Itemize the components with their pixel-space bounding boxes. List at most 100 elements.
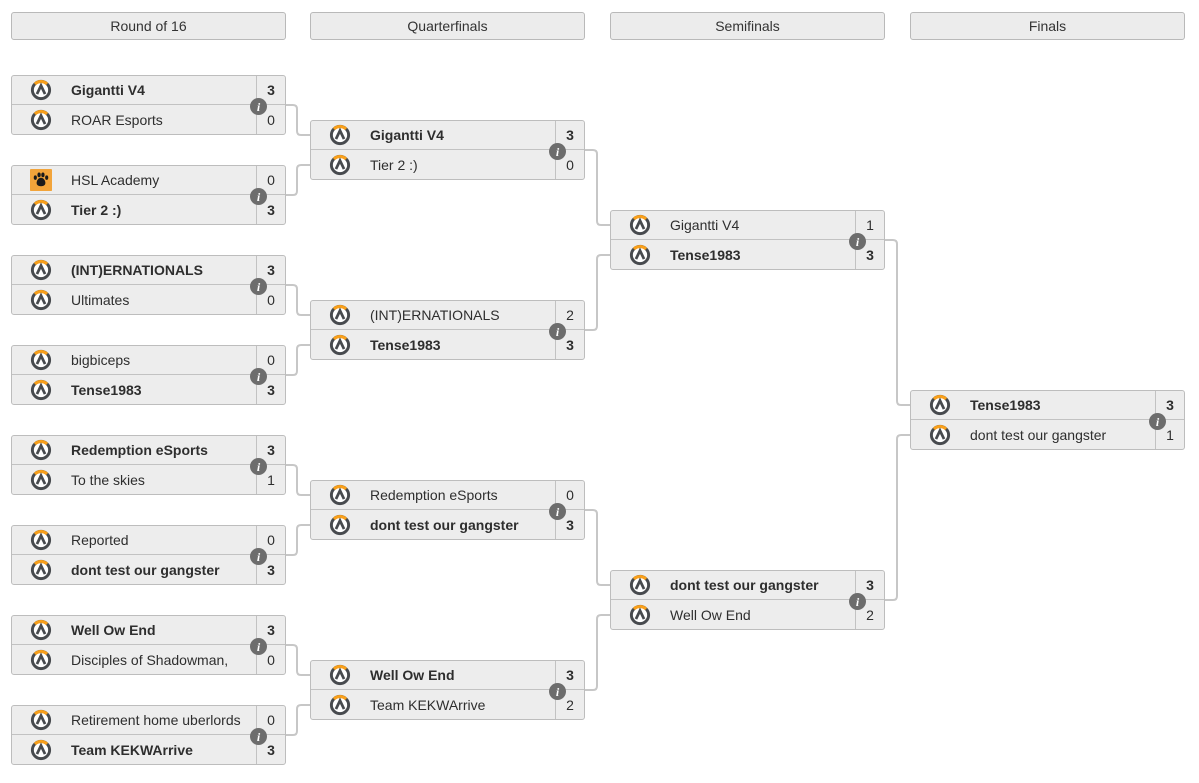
info-icon[interactable]: i [549,143,566,160]
team-score: 2 [855,600,884,629]
team-logo [30,379,52,401]
team-score: 0 [555,481,584,509]
round-header-quarterfinals[interactable]: Quarterfinals [310,12,585,40]
team-logo [929,424,951,446]
team-logo [30,469,52,491]
team-score: 0 [256,105,285,134]
info-icon[interactable]: i [250,98,267,115]
team-name: Tense1983 [71,381,142,398]
info-icon[interactable]: i [250,548,267,565]
paw-icon [30,169,52,191]
info-icon[interactable]: i [549,683,566,700]
team-name: (INT)ERNATIONALS [71,262,203,278]
team-logo [30,739,52,761]
team-name: Gigantti V4 [71,82,145,98]
team-logo [30,349,52,371]
overwatch-logo-icon [30,439,52,461]
info-icon[interactable]: i [849,233,866,250]
info-icon[interactable]: i [250,368,267,385]
overwatch-logo-icon [30,619,52,641]
team-score: 0 [256,706,285,734]
team-logo [329,124,351,146]
info-icon[interactable]: i [250,458,267,475]
team-name: Disciples of Shadowman, [71,651,229,668]
team-name: Well Ow End [71,622,156,638]
overwatch-logo-icon [30,709,52,731]
info-icon[interactable]: i [549,323,566,340]
team-logo [30,559,52,581]
team-score: 3 [555,330,584,359]
info-icon[interactable]: i [849,593,866,610]
round-header-round-of-16[interactable]: Round of 16 [11,12,286,40]
overwatch-logo-icon [329,484,351,506]
team-name: (INT)ERNATIONALS [370,307,500,323]
team-logo [329,304,351,326]
team-name: Team KEKWArrive [71,741,193,758]
info-icon[interactable]: i [250,728,267,745]
team-name: Retirement home uberlords [71,712,241,728]
team-logo [329,334,351,356]
info-icon[interactable]: i [250,278,267,295]
team-logo [329,694,351,716]
round-header-semifinals[interactable]: Semifinals [610,12,885,40]
overwatch-logo-icon [329,304,351,326]
info-icon[interactable]: i [250,188,267,205]
team-name: ROAR Esports [71,111,163,128]
team-row: Retirement home uberlords 0 [12,706,285,735]
team-name: dont test our gangster [970,426,1107,443]
overwatch-logo-icon [329,694,351,715]
team-name: HSL Academy [71,172,160,188]
team-score: 2 [555,301,584,329]
team-score: 3 [555,661,584,689]
team-logo [30,79,52,101]
team-logo [30,709,52,731]
team-logo [629,604,651,626]
overwatch-logo-icon [629,214,651,236]
team-logo [30,199,52,221]
team-score: 0 [256,285,285,314]
team-logo [30,169,52,191]
team-name: Tier 2 :) [71,201,122,218]
overwatch-logo-icon [30,109,52,130]
info-icon[interactable]: i [1149,413,1166,430]
overwatch-logo-icon [329,154,351,175]
round-header-finals[interactable]: Finals [910,12,1185,40]
team-logo [30,259,52,281]
overwatch-logo-icon [929,394,951,416]
team-name: Team KEKWArrive [370,696,486,713]
team-score: 2 [555,690,584,719]
overwatch-logo-icon [30,649,52,670]
info-icon[interactable]: i [250,638,267,655]
info-icon[interactable]: i [549,503,566,520]
team-name: dont test our gangster [71,561,220,578]
